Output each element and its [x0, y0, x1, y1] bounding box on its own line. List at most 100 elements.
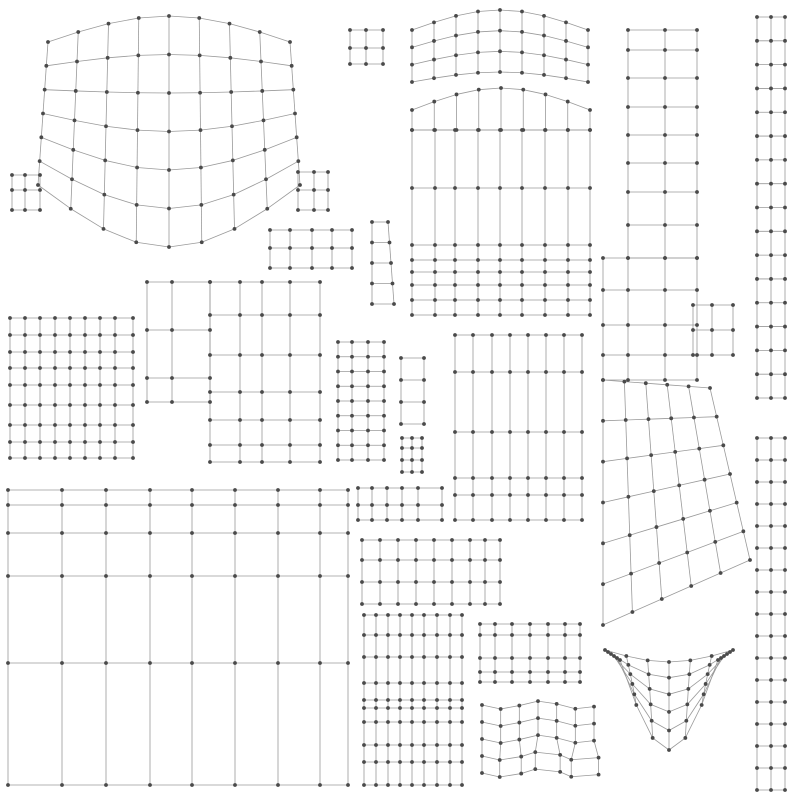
ruffle-edge	[481, 721, 501, 727]
strip-upper-vertex	[769, 38, 773, 43]
skirt-panel-vertex	[697, 446, 702, 451]
sleeve-cuff-vertex	[731, 303, 735, 307]
strip-upper-vertex	[783, 324, 787, 329]
band-c-vertex	[478, 680, 482, 684]
strip-lower-vertex	[755, 678, 759, 682]
skirt-panel-vertex	[689, 584, 694, 588]
pocket-a-vertex	[350, 340, 354, 344]
strip-lower-vertex	[769, 634, 773, 638]
sleeve-cuff-vertex	[731, 328, 735, 332]
collar-arc-vertex	[454, 53, 458, 58]
cup-edge	[647, 660, 650, 675]
thin-piece-vertex	[389, 261, 393, 265]
left-block-vertex	[53, 350, 57, 354]
sleeve-strip-vertex	[695, 48, 699, 52]
shirt-front-vertex	[134, 202, 139, 207]
pocket-a-vertex	[382, 354, 386, 359]
band-a-vertex	[440, 486, 444, 490]
back-panel-vertex	[476, 243, 480, 247]
skirt-panel-edge	[625, 419, 628, 459]
ruffle-edge	[556, 737, 561, 755]
left-block-vertex	[38, 350, 42, 354]
ruffle-vertex	[592, 704, 596, 709]
strip-upper-vertex	[783, 372, 787, 377]
left-block-vertex	[98, 350, 102, 354]
strip-lower-vertex	[783, 524, 787, 528]
back-panel-vertex	[453, 258, 457, 262]
strip-upper-vertex	[783, 62, 787, 67]
skirt-panel-vertex	[686, 384, 691, 389]
back-panel-vertex	[498, 313, 502, 317]
strip-upper-vertex	[783, 15, 787, 19]
pocket-a-vertex	[350, 443, 354, 448]
strip-lower-vertex	[769, 788, 773, 792]
lower-panel-vertex	[422, 706, 426, 710]
hem-block-vertex	[60, 531, 64, 535]
cup-vertex	[648, 702, 653, 707]
strip-lower-vertex	[755, 766, 759, 770]
shirt-front-edge	[105, 160, 138, 168]
strip-upper-vertex	[755, 15, 759, 19]
hem-block-vertex	[148, 783, 152, 787]
left-block-vertex	[68, 333, 72, 337]
side-panel-vertex	[453, 476, 457, 480]
ruffle-edge	[571, 757, 599, 761]
band-b-vertex	[468, 558, 472, 562]
back-panel-vertex	[543, 128, 547, 132]
strip-lower-vertex	[755, 502, 759, 506]
left-block-vertex	[8, 366, 12, 370]
collar-arc-vertex	[498, 28, 502, 33]
ruffle-edge	[500, 739, 520, 744]
left-block-vertex	[83, 366, 87, 370]
left-block-vertex	[98, 456, 102, 460]
shirt-front-edge	[232, 160, 235, 195]
strip-upper-vertex	[769, 229, 773, 234]
sleeve-joint-vertex	[695, 378, 699, 382]
shirt-front-vertex	[167, 168, 171, 172]
strip-upper-vertex	[769, 253, 773, 258]
shirt-front-vertex	[71, 147, 76, 152]
mid-block-b-vertex	[238, 443, 242, 447]
cup-vertex	[606, 650, 610, 654]
pocket-a-vertex	[336, 428, 340, 433]
skirt-panel-vertex	[714, 414, 719, 419]
skirt-panel-edge	[602, 573, 632, 585]
strip-lower-vertex	[783, 568, 787, 572]
ruffle-edge	[499, 742, 502, 761]
skirt-panel-vertex	[748, 558, 752, 562]
left-block-vertex	[113, 456, 117, 460]
ruffle-vertex	[480, 720, 484, 724]
shirt-front-vertex	[167, 245, 171, 249]
skirt-panel-vertex	[741, 529, 746, 534]
collar-arc-edge	[455, 51, 479, 56]
collar-arc-vertex	[454, 33, 458, 38]
collar-arc-vertex	[564, 39, 568, 43]
skirt-panel-edge	[658, 563, 663, 600]
lower-panel-vertex	[386, 720, 390, 724]
shirt-front-edge	[70, 208, 104, 230]
back-panel-vertex	[543, 298, 547, 302]
back-top-edge	[545, 94, 568, 102]
back-top-vertex	[543, 92, 548, 97]
collar-arc-vertex	[498, 49, 502, 54]
ruffle-edge	[499, 773, 522, 778]
collar-arc-vertex	[586, 28, 590, 32]
band-b-vertex	[360, 580, 364, 584]
collar-arc-edge	[499, 9, 523, 12]
ruffle-edge	[559, 754, 572, 761]
left-block-vertex	[23, 440, 27, 444]
strip-upper-vertex	[755, 205, 759, 210]
hem-block-vertex	[276, 783, 280, 787]
shirt-front-edge	[106, 57, 109, 93]
cup-vertex	[667, 710, 671, 714]
shirt-front-edge	[108, 17, 139, 25]
pocket-a-vertex	[382, 384, 386, 389]
strap-piece-vertex	[350, 246, 354, 250]
side-panel-vertex	[508, 333, 512, 337]
back-panel-vertex	[476, 258, 480, 262]
shirt-front-edge	[259, 32, 262, 62]
shirt-front-edge	[106, 91, 138, 94]
shirt-front-edge	[42, 89, 46, 114]
collar-arc-vertex	[498, 70, 502, 74]
mid-block-b-vertex	[318, 390, 322, 394]
